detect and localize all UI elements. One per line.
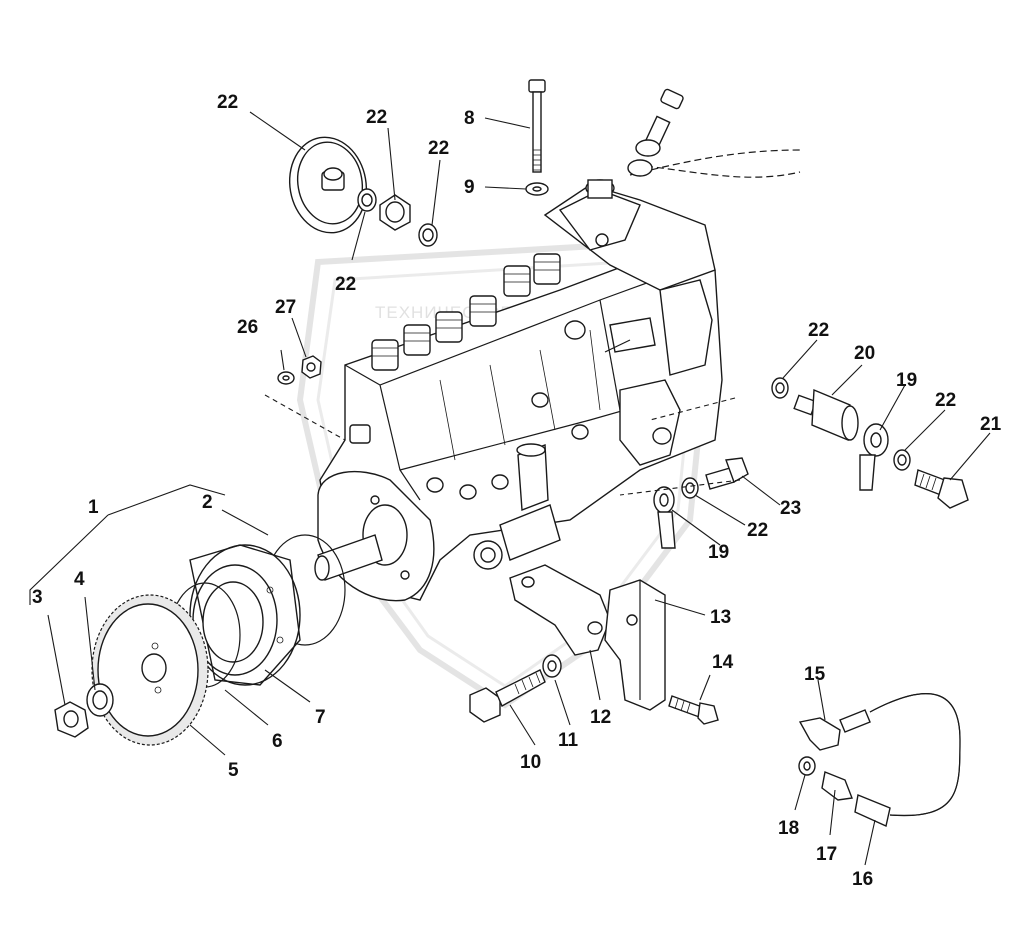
callout-25: 22 [366, 107, 387, 128]
banjo-19-left [653, 486, 676, 549]
fitting-15 [798, 709, 871, 751]
adapter-17 [821, 771, 853, 801]
fuel-lines-upper [627, 88, 801, 178]
callout-4: 4 [74, 569, 85, 590]
injection-pump-body [314, 179, 723, 602]
callout-11: 11 [558, 730, 579, 751]
leader-lines [29, 111, 991, 866]
callout-16: 16 [852, 869, 873, 890]
callout-24: 22 [217, 92, 238, 113]
nut-27 [301, 355, 322, 379]
callout-17: 17 [816, 844, 837, 865]
valve-20 [793, 388, 859, 442]
callout-22-top: 22 [428, 138, 449, 159]
callout-22-bottom: 22 [747, 520, 768, 541]
callout-7: 7 [315, 707, 326, 728]
callout-13: 13 [710, 607, 731, 628]
callout-19-left: 19 [708, 542, 729, 563]
callout-9: 9 [464, 177, 475, 198]
callout-8: 8 [464, 108, 475, 129]
bolt-10 [469, 669, 546, 723]
bracket-12 [509, 564, 611, 656]
callout-6: 6 [272, 731, 283, 752]
drive-hub-7 [189, 544, 301, 686]
callout-21: 21 [980, 414, 1002, 435]
callout-22-right: 22 [935, 390, 956, 411]
banjo-bolt-23 [705, 457, 749, 490]
washer-22-a [357, 188, 377, 212]
bolt-8 [528, 79, 546, 173]
cover-plate-24 [288, 136, 368, 234]
callout-26: 26 [237, 317, 258, 338]
banjo-19-right [859, 423, 889, 491]
nut-3 [54, 701, 89, 738]
delivery-valve-holders [371, 253, 561, 371]
callout-27: 27 [275, 297, 296, 318]
callout-2: 2 [202, 492, 213, 513]
callout-10: 10 [520, 752, 541, 773]
callout-19-right: 19 [896, 370, 917, 391]
callout-3: 3 [32, 587, 43, 608]
callout-23: 23 [780, 498, 801, 519]
washer-22-c [771, 377, 789, 399]
washer-22-d [893, 449, 911, 471]
washer-22-b [418, 223, 438, 247]
callout-5: 5 [228, 760, 239, 781]
washer-11 [542, 654, 562, 678]
bolt-14 [668, 695, 719, 725]
washer-4 [86, 683, 114, 717]
callout-18: 18 [778, 818, 799, 839]
adapter-25 [379, 194, 411, 231]
support-13 [604, 579, 666, 711]
washer-18 [798, 756, 816, 776]
hose-16 [854, 693, 961, 827]
washer-26 [277, 371, 295, 385]
callout-labels: 22 22 22 22 8 9 27 26 1 2 3 4 5 6 7 10 1… [32, 92, 1002, 890]
callout-1: 1 [88, 497, 99, 518]
callout-14: 14 [712, 652, 734, 673]
callout-15: 15 [804, 664, 826, 685]
banjo-bolt-21 [914, 469, 969, 509]
washer-9 [525, 182, 549, 196]
callout-22-left: 22 [335, 274, 356, 295]
gear-5 [91, 594, 209, 746]
callout-12: 12 [590, 707, 611, 728]
callout-20: 20 [854, 343, 875, 364]
callout-22-right-top: 22 [808, 320, 829, 341]
